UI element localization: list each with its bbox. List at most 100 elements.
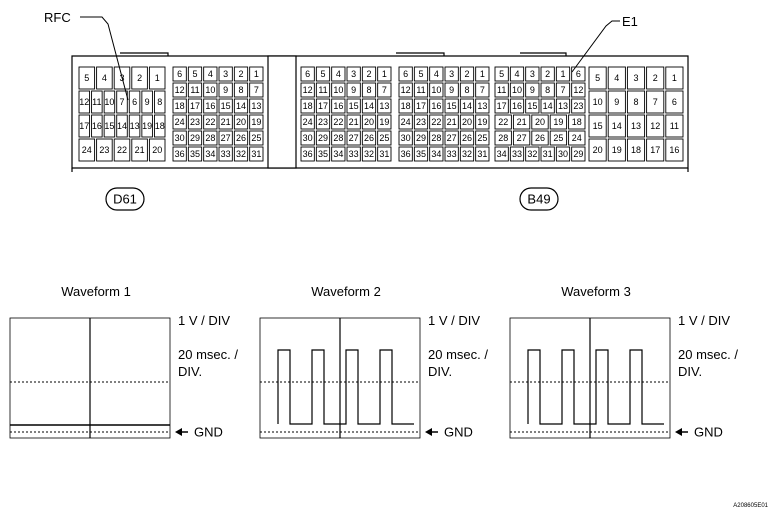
b49-a-pin: 11 bbox=[494, 82, 509, 98]
pin-label: 22 bbox=[205, 117, 215, 127]
b49-a-pin: 2 bbox=[540, 66, 555, 82]
gnd-arrow-icon bbox=[175, 428, 182, 436]
d61-b-pin: 6 bbox=[172, 66, 187, 82]
pin-label: 13 bbox=[558, 101, 568, 111]
d61-b-pin: 30 bbox=[172, 130, 187, 146]
pin-label: 17 bbox=[650, 145, 660, 155]
d61-a-pin: 4 bbox=[96, 66, 113, 90]
pin-label: 26 bbox=[364, 133, 374, 143]
d61-b-pin: 9 bbox=[218, 82, 233, 98]
mid-b-pin: 23 bbox=[413, 114, 429, 130]
pin-label: 8 bbox=[545, 85, 550, 95]
ecu-connector bbox=[71, 52, 689, 172]
b49-a-pin: 17 bbox=[494, 98, 509, 114]
pin-label: 19 bbox=[612, 145, 622, 155]
mid-a-pin: 31 bbox=[377, 146, 392, 162]
pin-label: 23 bbox=[190, 117, 200, 127]
pin-label: 26 bbox=[462, 133, 472, 143]
pin-label: 6 bbox=[132, 97, 137, 107]
connector-tag-b49: B49 bbox=[519, 187, 559, 211]
pin-label: 31 bbox=[251, 149, 261, 159]
d61-a-pin: 10 bbox=[103, 90, 116, 114]
d61-a-pin: 23 bbox=[96, 138, 113, 162]
mid-b-pin: 35 bbox=[413, 146, 429, 162]
pin-label: 9 bbox=[449, 85, 454, 95]
pin-label: 5 bbox=[595, 73, 600, 83]
mid-b-pin: 25 bbox=[475, 130, 490, 146]
e1-label: E1 bbox=[622, 14, 638, 29]
b49-b-pin: 20 bbox=[588, 138, 607, 162]
mid-b-pin: 31 bbox=[475, 146, 490, 162]
d61-b-pin: 5 bbox=[187, 66, 203, 82]
e1-leader bbox=[571, 20, 620, 73]
pin-label: 32 bbox=[527, 149, 537, 159]
b49-a-pin: 29 bbox=[571, 146, 586, 162]
pin-label: 20 bbox=[535, 117, 545, 127]
pin-label: 23 bbox=[318, 117, 328, 127]
mid-a-pin: 8 bbox=[361, 82, 377, 98]
b49-b-pin: 5 bbox=[588, 66, 607, 90]
mid-b-pin: 3 bbox=[444, 66, 459, 82]
pin-label: 4 bbox=[102, 73, 107, 83]
pin-label: 7 bbox=[480, 85, 485, 95]
pin-label: 5 bbox=[84, 73, 89, 83]
pin-label: 11 bbox=[190, 85, 199, 95]
time-per-div-unit: DIV. bbox=[678, 364, 702, 379]
pin-label: 16 bbox=[333, 101, 343, 111]
b49-a-pin: 12 bbox=[571, 82, 586, 98]
d61-a-pin: 5 bbox=[78, 66, 96, 90]
pin-label: 2 bbox=[366, 69, 371, 79]
d61-b-pin: 22 bbox=[203, 114, 218, 130]
mid-b-pin: 13 bbox=[475, 98, 490, 114]
pin-label: 6 bbox=[305, 69, 310, 79]
d61-a-pin: 7 bbox=[116, 90, 128, 114]
pin-label: 18 bbox=[572, 117, 582, 127]
d61-b-pin: 13 bbox=[249, 98, 264, 114]
pin-label: 20 bbox=[462, 117, 472, 127]
mid-b-pin: 24 bbox=[398, 114, 413, 130]
b49-a-pin: 23 bbox=[571, 98, 586, 114]
mid-a-pin: 36 bbox=[300, 146, 315, 162]
mid-a-pin: 19 bbox=[377, 114, 392, 130]
mid-a-pin: 5 bbox=[315, 66, 331, 82]
pin-label: 10 bbox=[593, 97, 603, 107]
pin-label: 25 bbox=[477, 133, 487, 143]
d61-b-pin: 21 bbox=[218, 114, 233, 130]
b49-b-pin: 10 bbox=[588, 90, 607, 114]
pin-label: 3 bbox=[351, 69, 356, 79]
mid-a-pin: 14 bbox=[361, 98, 377, 114]
pin-label: 16 bbox=[669, 145, 679, 155]
mid-a-pin: 35 bbox=[315, 146, 331, 162]
pin-label: 17 bbox=[497, 101, 507, 111]
d61-a-pin: 13 bbox=[128, 114, 141, 138]
pin-label: 14 bbox=[364, 101, 374, 111]
b49-b-pin: 4 bbox=[607, 66, 626, 90]
pin-label: 7 bbox=[382, 85, 387, 95]
b49-b-pin: 9 bbox=[607, 90, 626, 114]
b49-a-pin: 7 bbox=[555, 82, 571, 98]
b49-a-pin: 34 bbox=[494, 146, 509, 162]
volts-per-div: 1 V / DIV bbox=[428, 313, 480, 328]
pin-label: 4 bbox=[336, 69, 341, 79]
b49-a-pin: 22 bbox=[494, 114, 512, 130]
pin-label: 12 bbox=[303, 85, 313, 95]
gnd-arrow-icon bbox=[425, 428, 432, 436]
time-per-div: 20 msec. / bbox=[428, 347, 488, 362]
pin-label: 31 bbox=[379, 149, 389, 159]
pin-label: 24 bbox=[82, 145, 92, 155]
d61-a-pin: 17 bbox=[78, 114, 91, 138]
d61-b-pin: 1 bbox=[249, 66, 264, 82]
pin-label: 25 bbox=[379, 133, 389, 143]
d61-b-pin: 27 bbox=[218, 130, 233, 146]
pin-label: 23 bbox=[416, 117, 426, 127]
d61-a-pin: 11 bbox=[91, 90, 103, 114]
gnd-label: GND bbox=[194, 425, 223, 440]
mid-b-pin: 34 bbox=[429, 146, 444, 162]
pin-label: 14 bbox=[462, 101, 472, 111]
pin-label: 15 bbox=[527, 101, 537, 111]
volts-per-div: 1 V / DIV bbox=[178, 313, 230, 328]
d61-a-pin: 2 bbox=[131, 66, 148, 90]
pin-label: 4 bbox=[434, 69, 439, 79]
pin-label: 25 bbox=[251, 133, 261, 143]
pin-label: 29 bbox=[190, 133, 200, 143]
